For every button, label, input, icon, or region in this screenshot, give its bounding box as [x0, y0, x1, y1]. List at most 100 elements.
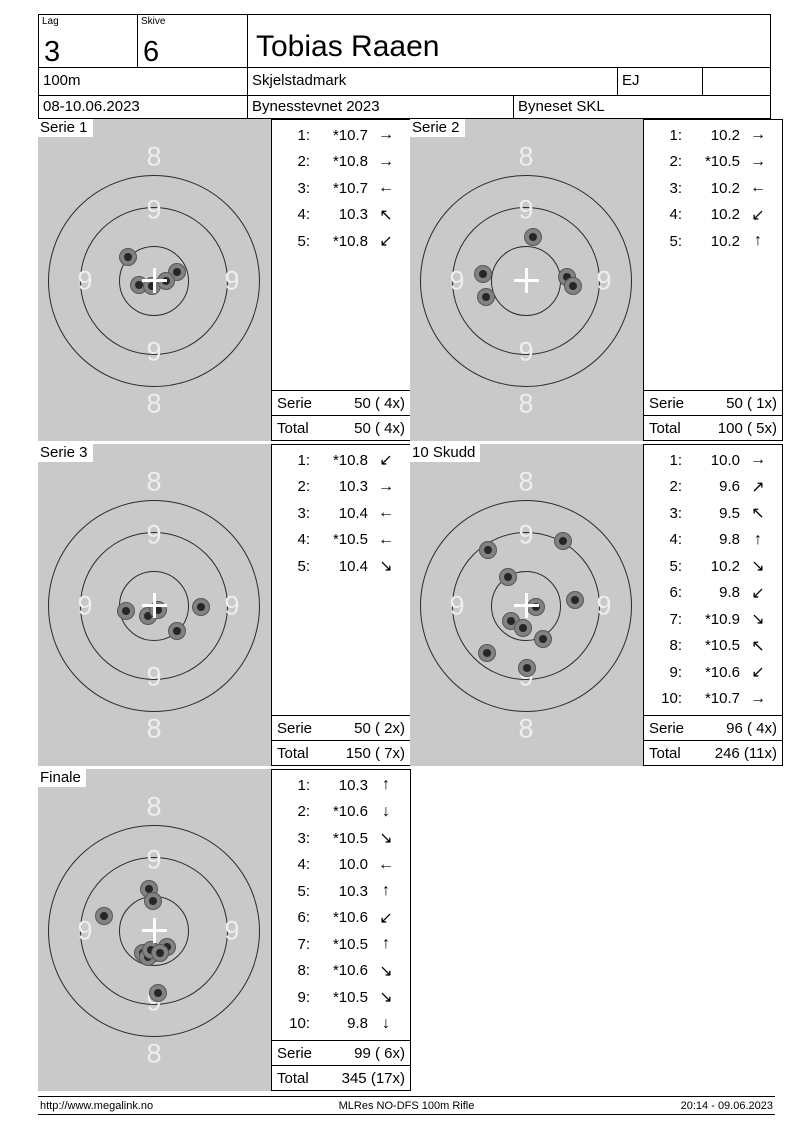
shot-number: 5: [669, 232, 682, 250]
shot-value: *10.7 [332, 126, 368, 144]
target-ring-outer [420, 500, 632, 712]
shot-row: 3:10.2← [644, 175, 782, 202]
shot-direction-arrow-icon: ↙ [751, 584, 765, 602]
score-table-serie-3: 1:*10.8↙2:10.3→3:10.4←4:*10.5←5:10.4↘ Se… [271, 444, 411, 766]
shot-number: 6: [297, 909, 310, 927]
serie-value: 96 ( 4x) [726, 719, 777, 737]
shot-number: 10: [661, 690, 682, 708]
shot-value: 10.4 [338, 557, 368, 575]
shot-direction-arrow-icon: ↖ [751, 505, 765, 523]
bullet-hole [474, 265, 492, 283]
dates: 08-10.06.2023 [43, 98, 140, 115]
footer-url[interactable]: http://www.megalink.no [40, 1099, 154, 1112]
shot-row: 5:10.2↑ [644, 228, 782, 255]
shot-direction-arrow-icon: ↙ [751, 206, 765, 224]
target-ring-outer [48, 500, 260, 712]
total-label: Total [649, 419, 681, 437]
distance-cell: 100m [38, 67, 248, 96]
serie-label: Serie [277, 1044, 313, 1062]
center-cross-icon [525, 593, 528, 618]
shot-row: 2:*10.8→ [272, 149, 410, 176]
distance: 100m [43, 72, 81, 89]
shot-number: 2: [297, 478, 310, 496]
shot-value: 9.6 [719, 478, 740, 496]
target-ring-mid [452, 207, 600, 355]
target-ring-inner [119, 246, 189, 316]
shot-row: 6:9.8↙ [644, 580, 782, 607]
total-sum-row: Total 100 ( 5x) [644, 415, 782, 440]
shot-number: 4: [297, 206, 310, 224]
shot-value: 9.8 [347, 1015, 368, 1033]
shot-row: 4:*10.5← [272, 527, 410, 554]
ring-number-9-top: 9 [518, 519, 534, 550]
shot-value: 10.4 [338, 504, 368, 522]
total-value: 100 ( 5x) [717, 419, 777, 437]
shot-direction-arrow-icon: → [750, 126, 766, 144]
shot-value: *10.5 [332, 988, 368, 1006]
shot-value: 10.0 [710, 451, 740, 469]
shot-value: 10.2 [710, 206, 740, 224]
total-label: Total [277, 1069, 309, 1087]
center-cross-icon [153, 268, 156, 293]
shot-number: 10: [289, 1015, 310, 1033]
shot-list: 1:10.2→2:*10.5→3:10.2←4:10.2↙5:10.2↑ [644, 122, 782, 255]
ring-number-8-top: 8 [518, 141, 534, 172]
panel-serie-1: 8 9 9 9 9 8 Serie 1 1:*10.7→2:*10.8→3:*1… [38, 119, 411, 441]
bullet-hole [554, 532, 572, 550]
shot-direction-arrow-icon: ↘ [379, 962, 393, 980]
ring-number-8-bottom: 8 [146, 388, 162, 419]
shot-direction-arrow-icon: ↖ [379, 206, 393, 224]
serie-value: 50 ( 2x) [354, 719, 405, 737]
ring-number-9-right: 9 [596, 265, 612, 296]
shot-value: *10.5 [704, 637, 740, 655]
shot-row: 3:*10.5↘ [272, 825, 410, 852]
shot-row: 10: *10.7 → [644, 686, 782, 713]
shot-row: 7:*10.5↑ [272, 931, 410, 958]
bullet-hole [514, 619, 532, 637]
shot-number: 2: [297, 153, 310, 171]
shot-number: 1: [669, 451, 682, 469]
ring-number-9-bottom: 9 [146, 336, 162, 367]
score-table-10-skudd: 1:10.0→2:9.6↗3:9.5↖4:9.8↑5:10.2↘6:9.8↙7:… [643, 444, 783, 766]
serie-label: Serie [649, 719, 685, 737]
shot-value: 10.3 [338, 478, 368, 496]
shot-number: 3: [297, 829, 310, 847]
shot-direction-arrow-icon: → [378, 477, 394, 495]
shot-direction-arrow-icon: ↙ [379, 452, 393, 470]
serie-sum-row: Serie 50 ( 4x) [272, 390, 410, 415]
panel-10-skudd: 8 9 9 9 9 8 10 Skudd 1:10.0→2:9.6↗3:9.5↖… [410, 444, 783, 766]
bullet-hole [119, 248, 137, 266]
bullet-hole [151, 944, 169, 962]
serie-label: Serie [277, 394, 313, 412]
serie-label: Serie [649, 394, 685, 412]
shot-value: 10.3 [338, 776, 368, 794]
bullet-hole [564, 277, 582, 295]
shot-direction-arrow-icon: ← [378, 530, 394, 548]
bullet-hole [524, 228, 542, 246]
shot-direction-arrow-icon: → [750, 689, 766, 707]
center-cross-icon [525, 268, 528, 293]
shot-direction-arrow-icon: ↓ [382, 802, 390, 820]
total-value: 50 ( 4x) [354, 419, 405, 437]
shot-list: 1:*10.7→2:*10.8→3:*10.7←4:10.3↖5:*10.8↙ [272, 122, 410, 255]
shot-number: 3: [297, 504, 310, 522]
ring-number-8-bottom: 8 [146, 1038, 162, 1069]
shot-direction-arrow-icon: ↘ [379, 558, 393, 576]
shot-value: *10.8 [332, 232, 368, 250]
target-serie-2: 8 9 9 9 9 8 [410, 119, 643, 441]
shot-direction-arrow-icon: ↙ [379, 233, 393, 251]
shot-value: *10.7 [704, 690, 740, 708]
shot-value: *10.7 [332, 179, 368, 197]
shot-direction-arrow-icon: → [378, 126, 394, 144]
total-label: Total [277, 744, 309, 762]
ring-number-9-bottom: 9 [518, 336, 534, 367]
shot-row: 9:*10.6↙ [644, 659, 782, 686]
center-cross-icon [153, 918, 156, 943]
bullet-hole [95, 907, 113, 925]
shot-row: 1:10.3↑ [272, 772, 410, 799]
bullet-hole [518, 659, 536, 677]
class-cell: EJ [617, 67, 703, 96]
shot-row: 2:*10.5→ [644, 149, 782, 176]
shot-direction-arrow-icon: → [378, 152, 394, 170]
